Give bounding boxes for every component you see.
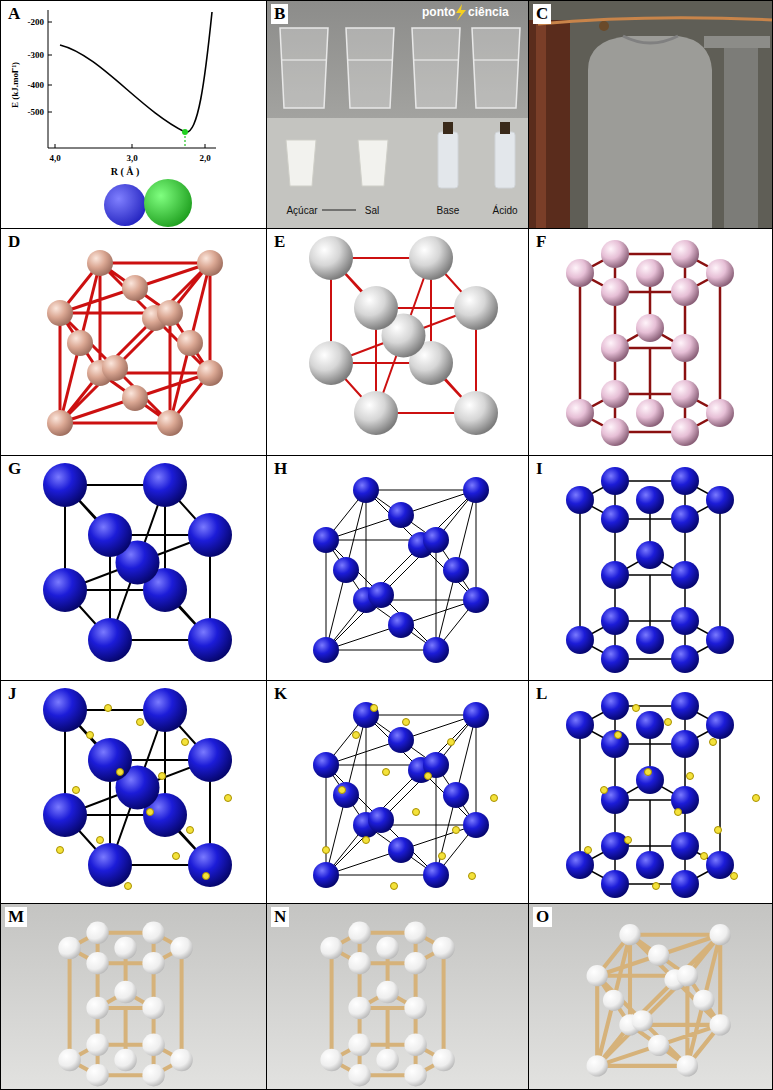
energy-plot	[48, 10, 216, 227]
panel-letter: F	[533, 232, 549, 252]
panel-letter: D	[5, 232, 23, 252]
panel-letter: J	[5, 684, 20, 704]
panel-letter: N	[271, 907, 289, 927]
figure-panel: G	[0, 455, 267, 681]
figure-panel: N	[266, 903, 529, 1090]
panel-letter: G	[5, 459, 24, 479]
figure-panel: L	[528, 680, 773, 904]
figure-panel: B	[266, 0, 529, 229]
panel-letter: C	[533, 4, 551, 24]
figure-panel: H	[266, 455, 529, 681]
watermark: ponto	[422, 5, 455, 19]
tick-label: 4,0	[49, 153, 60, 163]
tick-label: 3,0	[126, 153, 137, 163]
panel-letter: M	[5, 907, 27, 927]
panel-letter: I	[533, 459, 546, 479]
tick-label: 2,0	[199, 153, 210, 163]
sample-label: Sal	[365, 205, 379, 216]
panel-letter: B	[271, 4, 288, 24]
wire-photo	[528, 0, 773, 228]
axis-title: R ( Å )	[111, 166, 140, 177]
figure-panel: E	[266, 228, 529, 456]
tick-label: -300	[28, 50, 45, 60]
panel-letter: A	[5, 4, 23, 24]
figure-panel: C	[528, 0, 773, 229]
figure-panel: M	[0, 903, 267, 1090]
tick-label: -200	[28, 17, 45, 27]
samples-photo	[266, 0, 528, 228]
panel-letter: K	[271, 684, 290, 704]
figure-panel: J	[0, 680, 267, 904]
panel-letter: L	[533, 684, 550, 704]
figure-panel: F	[528, 228, 773, 456]
panel-letter: H	[271, 459, 290, 479]
sample-label: Açúcar	[286, 205, 317, 216]
figure-panel: D	[0, 228, 267, 456]
watermark: ciência	[468, 5, 509, 19]
sample-label: Ácido	[492, 205, 517, 216]
tick-label: -400	[28, 80, 45, 90]
panel-letter: E	[271, 232, 288, 252]
figure-panel: I	[528, 455, 773, 681]
figure-panel: K	[266, 680, 529, 904]
figure-panel: O	[528, 903, 773, 1090]
axis-title: E (kJ.mol⁻¹)	[8, 62, 21, 108]
tick-label: -500	[28, 107, 45, 117]
panel-letter: O	[533, 907, 552, 927]
sample-label: Base	[437, 205, 460, 216]
